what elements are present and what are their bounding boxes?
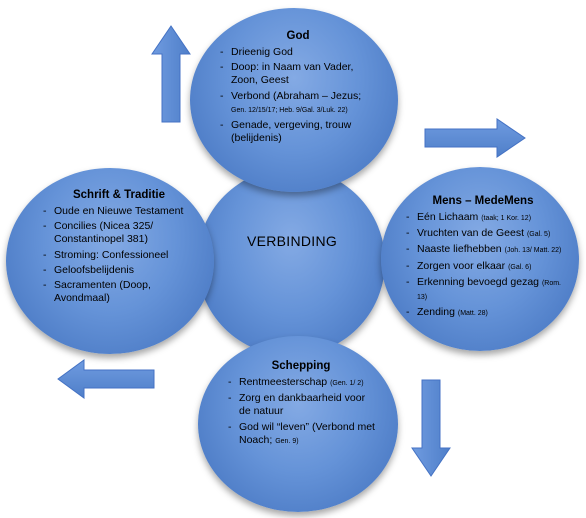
schrift-item: Stroming: Confessioneel xyxy=(41,249,197,262)
arrow-down-icon xyxy=(411,379,451,477)
schrift-item: Geloofsbelijdenis xyxy=(41,264,197,277)
arrow-up-icon xyxy=(151,25,191,123)
mens-title: Mens – MedeMens xyxy=(432,195,534,207)
schepping-title: Schepping xyxy=(271,360,331,372)
center-circle xyxy=(197,168,385,356)
schepping-item: God wil “leven” (Verbond met Noach; Gen.… xyxy=(226,421,376,448)
god-item: Doop: in Naam van Vader, Zoon, Geest xyxy=(218,61,378,87)
mens-node: Mens – MedeMens Eén Lichaam (taak; 1 Kor… xyxy=(404,194,562,322)
god-item: Genade, vergeving, trouw (belijdenis) xyxy=(218,119,378,145)
mens-item: Vruchten van de Geest (Gal. 5) xyxy=(404,227,562,241)
schrift-list: Oude en Nieuwe Testament Concilies (Nice… xyxy=(41,205,197,305)
schepping-node: Schepping Rentmeesterschap (Gen. 1/ 2) Z… xyxy=(226,359,376,450)
god-node: God Drieenig God Doop: in Naam van Vader… xyxy=(218,29,378,147)
god-title: God xyxy=(286,30,310,42)
mens-list: Eén Lichaam (taak; 1 Kor. 12) Vruchten v… xyxy=(404,211,562,320)
god-item: Drieenig God xyxy=(218,46,378,59)
arrow-left-icon xyxy=(57,359,155,399)
mens-item: Eén Lichaam (taak; 1 Kor. 12) xyxy=(404,211,562,225)
arrow-right-icon xyxy=(424,118,526,158)
mens-item: Erkenning bevoegd gezag (Rom. 13) xyxy=(404,276,562,304)
center-label: VERBINDING xyxy=(246,233,338,249)
mens-item: Naaste liefhebben (Joh. 13/ Matt. 22) xyxy=(404,243,562,257)
schrift-item: Sacramenten (Doop, Avondmaal) xyxy=(41,279,197,305)
schepping-item: Zorg en dankbaarheid voor de natuur xyxy=(226,392,376,418)
god-item: Verbond (Abraham – Jezus; Gen. 12/15/17;… xyxy=(218,90,378,117)
mens-item: Zorgen voor elkaar (Gal. 6) xyxy=(404,260,562,274)
schepping-list: Rentmeesterschap (Gen. 1/ 2) Zorg en dan… xyxy=(226,376,376,448)
schepping-item: Rentmeesterschap (Gen. 1/ 2) xyxy=(226,376,376,390)
schrift-item: Oude en Nieuwe Testament xyxy=(41,205,197,218)
god-list: Drieenig God Doop: in Naam van Vader, Zo… xyxy=(218,46,378,145)
schrift-node: Schrift & Traditie Oude en Nieuwe Testam… xyxy=(41,188,197,307)
schrift-item: Concilies (Nicea 325/ Constantinopel 381… xyxy=(41,220,197,246)
schrift-title: Schrift & Traditie xyxy=(72,189,166,201)
mens-item: Zending (Matt. 28) xyxy=(404,306,562,320)
